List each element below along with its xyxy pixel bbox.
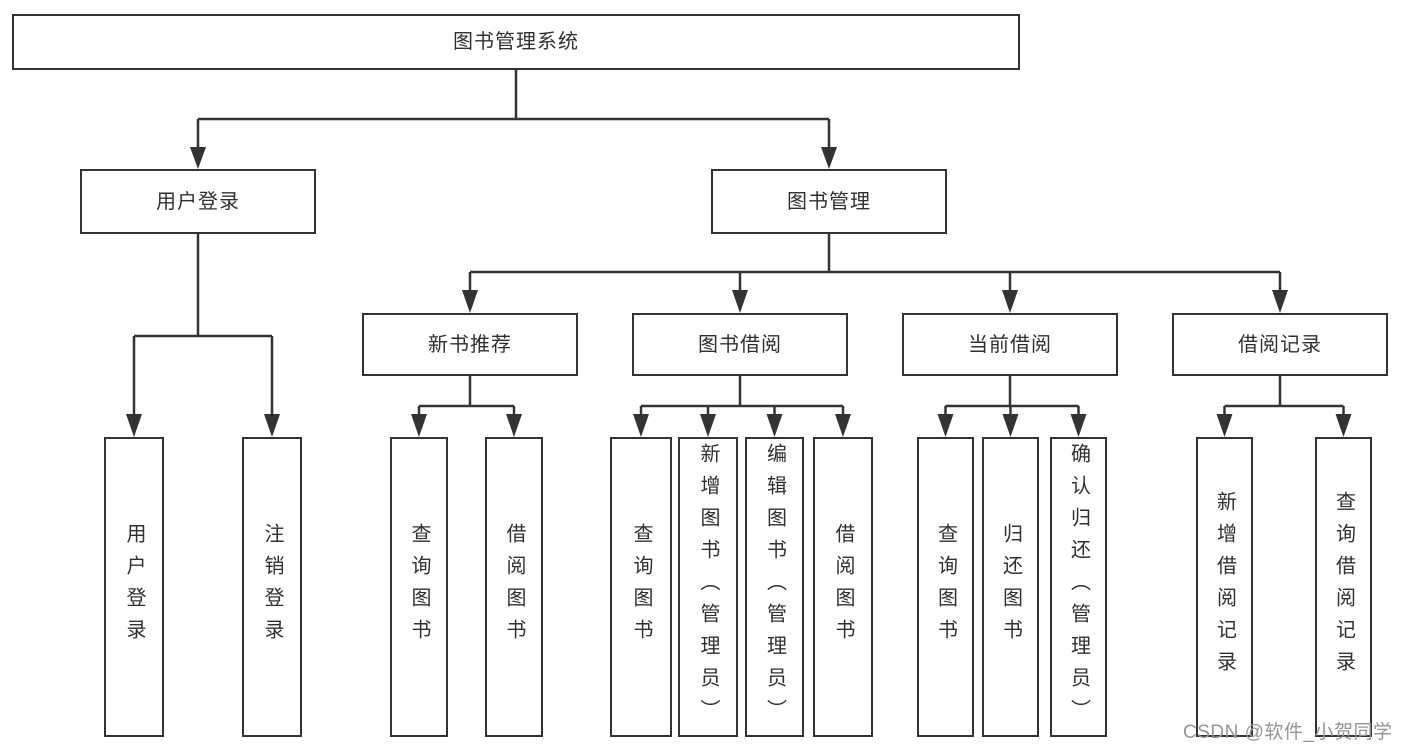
leaf-edit-book-admin: 编辑图书（管理员） xyxy=(745,437,804,737)
arrow-down-icon xyxy=(1272,290,1288,313)
arrow-down-icon xyxy=(766,414,783,437)
leaf-query-borrow-record: 查询借阅记录 xyxy=(1315,437,1372,737)
arrow-down-icon xyxy=(700,414,716,437)
node-root: 图书管理系统 xyxy=(12,14,1020,70)
arrow-down-icon xyxy=(835,414,851,437)
arrow-down-icon xyxy=(1002,414,1019,437)
node-borrow-records: 借阅记录 xyxy=(1172,313,1388,376)
leaf-logout-login: 注销登录 xyxy=(242,437,302,737)
arrow-down-icon xyxy=(633,414,649,437)
arrow-down-icon xyxy=(264,414,280,437)
connector-book-management-children xyxy=(462,234,1288,313)
leaf-query-books-recommend: 查询图书 xyxy=(390,437,448,737)
arrow-down-icon xyxy=(1070,414,1087,437)
watermark: CSDN @软件_小贺同学 xyxy=(1183,722,1393,743)
node-new-book-recommend: 新书推荐 xyxy=(362,313,578,376)
connector-borrow-records-children xyxy=(1216,376,1352,437)
arrow-down-icon xyxy=(190,147,206,169)
node-book-management: 图书管理 xyxy=(711,169,947,234)
leaf-borrow-books-recommend: 借阅图书 xyxy=(485,437,543,737)
node-book-borrow: 图书借阅 xyxy=(632,313,848,376)
connector-current-borrow-children xyxy=(937,376,1087,437)
leaf-borrow-books: 借阅图书 xyxy=(813,437,873,737)
arrow-down-icon xyxy=(462,290,478,313)
arrow-down-icon xyxy=(506,414,522,437)
leaf-query-books-current: 查询图书 xyxy=(917,437,974,737)
arrow-down-icon xyxy=(411,414,427,437)
arrow-down-icon xyxy=(126,414,142,437)
connector-book-borrow-children xyxy=(633,376,851,437)
node-current-borrow: 当前借阅 xyxy=(902,313,1118,376)
leaf-return-book: 归还图书 xyxy=(982,437,1039,737)
node-user-login: 用户登录 xyxy=(80,169,316,234)
arrow-down-icon xyxy=(732,290,748,313)
arrow-down-icon xyxy=(821,147,837,169)
arrow-down-icon xyxy=(937,414,954,437)
leaf-query-books-borrow: 查询图书 xyxy=(610,437,672,737)
arrow-down-icon xyxy=(1335,414,1352,437)
connector-root-to-level2 xyxy=(190,70,837,169)
leaf-confirm-return-admin: 确认归还（管理员） xyxy=(1050,437,1107,737)
arrow-down-icon xyxy=(1002,290,1018,313)
leaf-add-borrow-record: 新增借阅记录 xyxy=(1196,437,1253,737)
leaf-add-book-admin: 新增图书（管理员） xyxy=(678,437,738,737)
leaf-user-login: 用户登录 xyxy=(104,437,164,737)
arrow-down-icon xyxy=(1216,414,1233,437)
connector-new-book-recommend-children xyxy=(411,376,522,437)
connector-user-login-children xyxy=(126,234,280,437)
